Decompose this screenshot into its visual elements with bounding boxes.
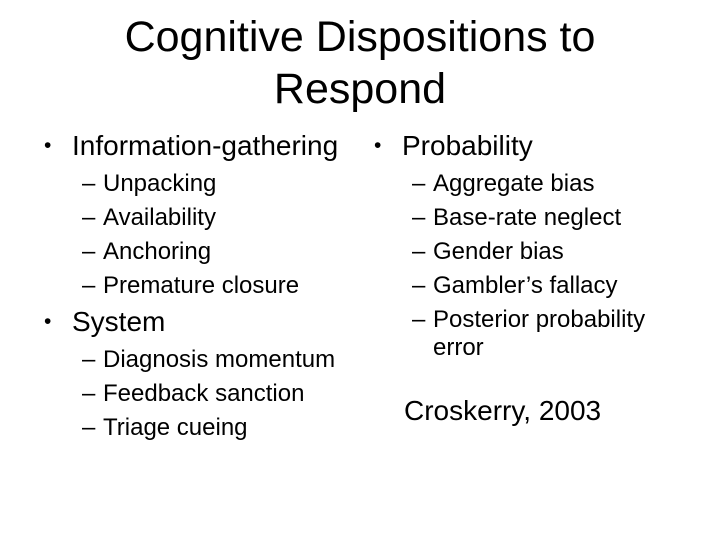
list-item: – Gender bias	[412, 238, 684, 266]
list-item: – Triage cueing	[82, 414, 360, 442]
heading-text: Information-gathering	[72, 130, 339, 161]
list-item-text: Base-rate neglect	[433, 204, 622, 231]
dash-icon: –	[412, 306, 426, 333]
list-item: – Unpacking	[82, 170, 360, 198]
citation-text: Croskerry, 2003	[404, 395, 602, 426]
list-item: – Aggregate bias	[412, 170, 684, 198]
list-item-text: Gambler’s fallacy	[433, 272, 618, 299]
list-item-text: Feedback sanction	[103, 380, 305, 407]
list-item-text: Posterior probability error	[433, 306, 646, 361]
dash-icon: –	[412, 238, 426, 265]
list-item-text: Availability	[103, 204, 216, 231]
list-item: – Diagnosis momentum	[82, 346, 360, 374]
list-item-text: Diagnosis momentum	[103, 346, 336, 373]
dash-icon: –	[412, 272, 426, 299]
heading-text: System	[72, 306, 166, 337]
bullet-icon: •	[44, 310, 52, 333]
left-column: • Information-gathering – Unpacking – Av…	[38, 130, 360, 448]
dash-icon: –	[412, 170, 426, 197]
list-item-text: Anchoring	[103, 238, 212, 265]
list-item-text: Aggregate bias	[433, 170, 595, 197]
dash-icon: –	[82, 204, 96, 231]
heading-text: Probability	[402, 130, 533, 161]
dash-icon: –	[412, 204, 426, 231]
dash-icon: –	[82, 346, 96, 373]
bullet-item-heading: • Information-gathering	[38, 130, 360, 162]
slide-title-line-2: Respond	[273, 65, 447, 113]
dash-icon: –	[82, 272, 96, 299]
dash-icon: –	[82, 414, 96, 441]
list-item: – Posterior probability error	[412, 306, 684, 362]
right-column: • Probability – Aggregate bias – Base-ra…	[368, 130, 684, 427]
bullet-item-heading: • System	[38, 306, 360, 338]
list-item: – Premature closure	[82, 272, 360, 300]
list-item-text: Premature closure	[103, 272, 300, 299]
dash-icon: –	[82, 170, 96, 197]
dash-icon: –	[82, 238, 96, 265]
slide-title-line-1: Cognitive Dispositions to	[124, 13, 596, 61]
bullet-icon: •	[44, 134, 52, 157]
slide-title: Cognitive Dispositions to Respond	[0, 0, 720, 115]
list-item: – Base-rate neglect	[412, 204, 684, 232]
list-item-text: Triage cueing	[103, 414, 248, 441]
list-item: – Gambler’s fallacy	[412, 272, 684, 300]
bullet-item-heading: • Probability	[368, 130, 684, 162]
list-item-text: Gender bias	[433, 238, 564, 265]
dash-icon: –	[82, 380, 96, 407]
list-item: – Anchoring	[82, 238, 360, 266]
list-item: – Feedback sanction	[82, 380, 360, 408]
list-item: – Availability	[82, 204, 360, 232]
slide-body: • Information-gathering – Unpacking – Av…	[0, 130, 720, 448]
list-item-text: Unpacking	[103, 170, 217, 197]
bullet-icon: •	[374, 134, 382, 157]
